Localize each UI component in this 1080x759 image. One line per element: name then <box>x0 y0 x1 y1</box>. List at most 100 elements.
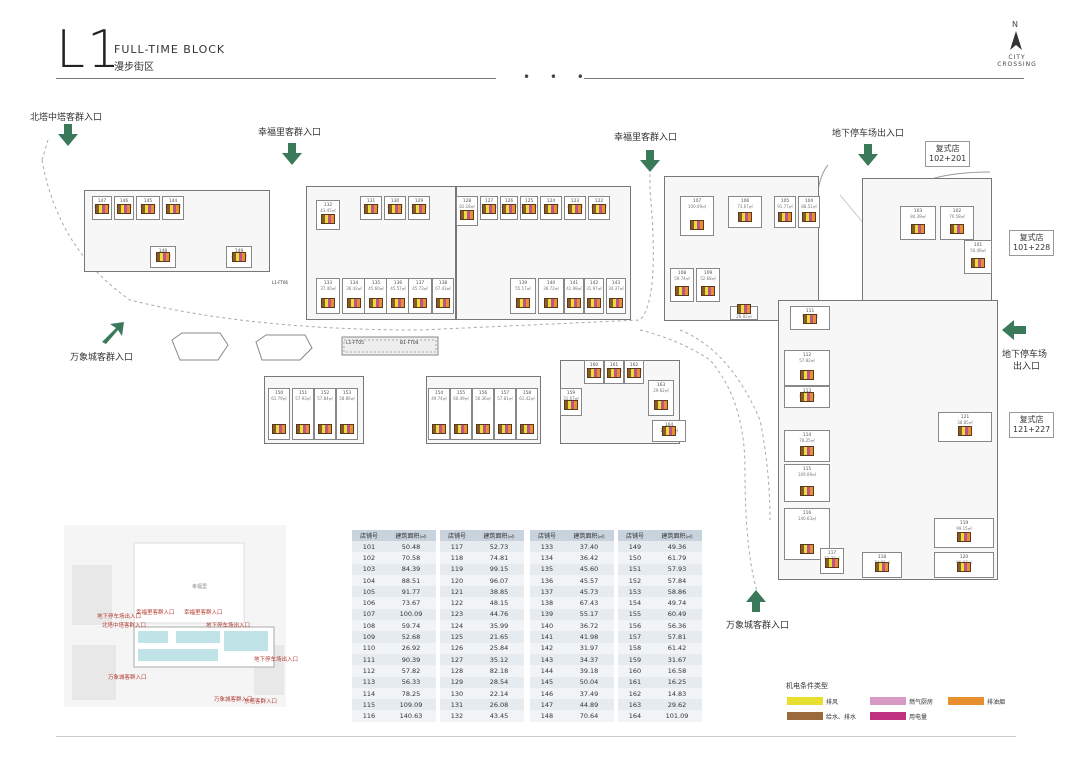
table-header-no: 店铺号 <box>440 530 474 541</box>
shop-area: 140.63㎡ <box>798 516 816 521</box>
entrance-xingfuli-2: 幸福里客群入口 <box>614 133 678 143</box>
utility-icon <box>800 544 814 554</box>
table-cell-area: 50.48 <box>386 541 436 553</box>
utility-icon <box>388 204 402 214</box>
utility-icon <box>800 446 814 456</box>
shop-number: 143 <box>611 281 621 286</box>
shop-area: 31.97㎡ <box>586 286 602 291</box>
utility-icon <box>454 424 468 434</box>
table-cell-area: 96.07 <box>474 574 524 587</box>
table-header-no: 店铺号 <box>618 530 652 541</box>
minimap-label: 幸福里客群入口 <box>136 610 175 616</box>
shop-area: 34.37㎡ <box>608 286 624 291</box>
minimap-label: 万象城客群入口 <box>214 697 253 703</box>
table-cell-area: 74.81 <box>474 552 524 564</box>
table-cell-no: 133 <box>530 541 564 553</box>
entrance-mixc-left: 万象城客群入口 <box>70 353 134 363</box>
table-cell-area: 45.73 <box>564 586 614 598</box>
utility-icon <box>800 370 814 380</box>
table-header-area: 建筑面积(㎡) <box>564 530 614 541</box>
table-cell-no: 142 <box>530 642 564 654</box>
shop-number: 107 <box>692 199 702 204</box>
utility-icon <box>318 424 332 434</box>
table-cell-no: 137 <box>530 586 564 598</box>
table-cell-no: 163 <box>618 699 652 711</box>
shop-number: 132 <box>323 203 333 208</box>
shop-number: 148 <box>151 249 175 254</box>
header-rule-left <box>56 78 496 79</box>
table-cell-no: 122 <box>440 597 474 609</box>
minimap-label: 地下停车场出入口 <box>254 657 299 663</box>
shop-number: 115 <box>802 467 812 472</box>
table-cell-no: 153 <box>618 586 652 598</box>
shop-area: 57.81㎡ <box>497 396 513 401</box>
shop-number: 133 <box>323 281 333 286</box>
table-cell-area: 61.79 <box>652 552 702 564</box>
table-cell-no: 147 <box>530 699 564 711</box>
table-cell-no: 119 <box>440 563 474 575</box>
table-cell-no: 164 <box>618 710 652 722</box>
shop-area: 50.48㎡ <box>970 248 986 253</box>
brand-line1: CITY <box>1008 54 1026 61</box>
utility-icon <box>958 426 972 436</box>
table-cell-area: 78.25 <box>386 687 436 700</box>
entrance-parking-right-2: 出入口 <box>1013 362 1041 372</box>
combined-store-value: 101+228 <box>1013 243 1051 252</box>
shop-area: 45.60㎡ <box>368 286 384 291</box>
table-cell-no: 152 <box>618 574 652 587</box>
utility-icon <box>778 212 792 222</box>
table-cell-area: 44.76 <box>474 608 524 621</box>
legend-title: 机电条件类型 <box>786 682 828 690</box>
shop-area: 109.09㎡ <box>798 472 816 477</box>
utility-icon <box>803 314 817 324</box>
utility-icon <box>544 204 558 214</box>
shop-area: 45.73㎡ <box>412 286 428 291</box>
shop-number: 164 <box>653 423 685 428</box>
shop-number: 144 <box>168 199 178 204</box>
table-cell-no: 138 <box>530 597 564 609</box>
shop-area: 100.09㎡ <box>688 204 706 209</box>
utility-icon <box>321 298 335 308</box>
legend-label-power: 用电量 <box>909 714 928 721</box>
utility-icon <box>141 204 155 214</box>
table-cell-no: 114 <box>352 687 386 700</box>
legend-label-water: 给水、排水 <box>826 714 857 721</box>
table-cell-no: 136 <box>530 574 564 587</box>
table-cell-area: 41.98 <box>564 631 614 643</box>
utility-icon <box>391 298 405 308</box>
shop-number: 140 <box>546 281 556 286</box>
utility-icon <box>971 258 985 268</box>
table-cell-no: 107 <box>352 608 386 621</box>
table-cell-area: 26.92 <box>386 642 436 654</box>
minimap-label: 东塔客群入口 <box>244 699 278 705</box>
utility-icon <box>911 224 925 234</box>
table-header-no: 店铺号 <box>530 530 564 541</box>
